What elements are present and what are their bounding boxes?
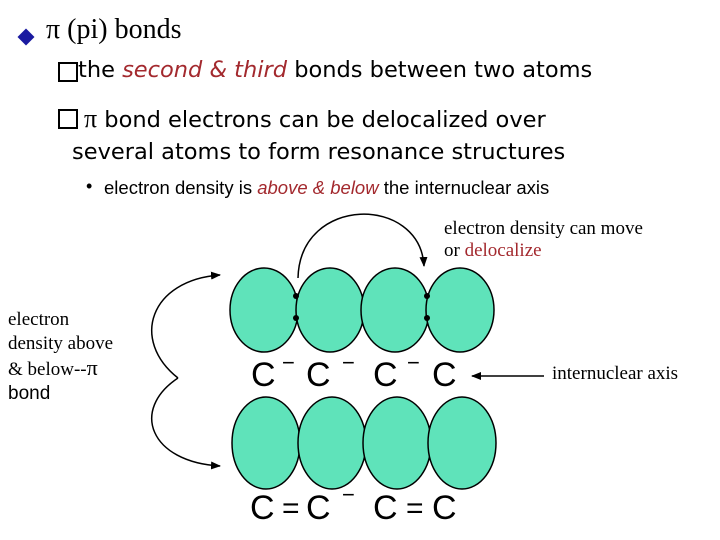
carbon-atom: C	[250, 489, 275, 527]
single-bond: −	[342, 482, 355, 507]
double-bond: =	[406, 492, 424, 525]
p-orbital-bottom-lobe	[427, 396, 497, 490]
electron-dot	[424, 293, 430, 299]
single-bond: −	[407, 350, 420, 375]
carbon-atom: C	[251, 356, 276, 394]
carbon-atom: C	[306, 356, 331, 394]
carbon-atom: C	[432, 489, 457, 527]
pi-bond-label: electron density above & below--π bond	[8, 309, 114, 404]
double-bond: =	[282, 492, 300, 525]
carbon-atom: C	[306, 489, 331, 527]
carbon-atom: C	[373, 489, 398, 527]
square-bullet-icon	[58, 62, 78, 82]
dot-bullet-icon: •	[86, 176, 93, 196]
delocalization-arrow	[297, 213, 428, 279]
bullet-delocalized: π bond electrons can be delocalized over	[84, 104, 546, 133]
electron-dot	[293, 315, 299, 321]
p-orbital-top-lobe	[425, 267, 495, 353]
electron-dot	[424, 315, 430, 321]
single-bond: −	[342, 350, 355, 375]
pi-symbol: π	[46, 14, 61, 45]
internuclear-axis-label: internuclear axis	[552, 363, 679, 384]
electron-dot	[293, 293, 299, 299]
square-bullet-icon	[58, 109, 78, 129]
above-lobe-arrow	[151, 271, 221, 379]
carbon-atom: C	[432, 356, 457, 394]
below-lobe-arrow	[151, 377, 221, 470]
bullet-above-below: electron density is above & below the in…	[104, 177, 550, 198]
carbon-atom: C	[373, 356, 398, 394]
delocalize-label: electron density can move or delocalize	[444, 218, 643, 261]
single-bond: −	[282, 350, 295, 375]
bullet-second-third: the second & third bonds between two ato…	[78, 57, 593, 83]
slide-title: π (pi) bonds	[46, 14, 182, 45]
bullet-delocalized-line2: several atoms to form resonance structur…	[72, 139, 566, 165]
